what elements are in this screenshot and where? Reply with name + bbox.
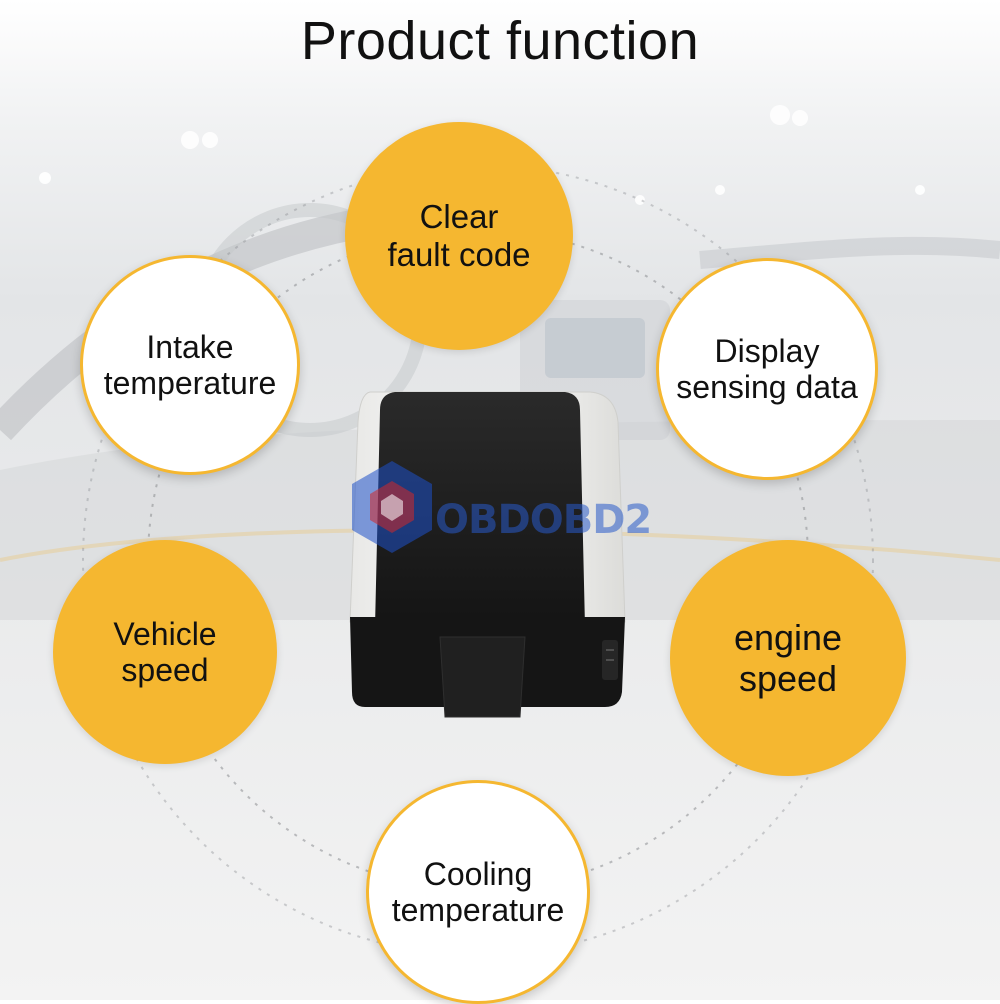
obdobd2-logo xyxy=(352,461,432,553)
cooling-temperature-line2: temperature xyxy=(391,892,565,928)
vehicle-speed-circle: Vehicle speed xyxy=(53,540,277,764)
vehicle-speed-line1: Vehicle xyxy=(113,615,217,652)
intake-temperature-circle: Intake temperature xyxy=(80,255,300,475)
vehicle-speed-line2: speed xyxy=(121,652,209,688)
engine-speed-line2: speed xyxy=(738,658,838,699)
obd-device-image xyxy=(349,391,626,718)
intake-temperature-line1: Intake xyxy=(146,328,234,365)
intake-temperature-line2: temperature xyxy=(103,365,277,401)
engine-speed-line1: engine xyxy=(733,616,843,658)
clear-fault-code-line2: fault code xyxy=(387,236,531,273)
cooling-temperature-circle: Cooling temperature xyxy=(366,780,590,1004)
display-sensing-data-circle: Display sensing data xyxy=(656,258,878,480)
page-title: Product function xyxy=(300,11,700,71)
display-sensing-data-line2: sensing data xyxy=(676,369,858,405)
engine-speed-circle: engine speed xyxy=(670,540,906,776)
watermark-text: OBDOBD2 xyxy=(435,497,652,543)
clear-fault-code-line1: Clear xyxy=(419,198,499,236)
clear-fault-code-circle: Clear fault code xyxy=(345,122,573,350)
display-sensing-data-line1: Display xyxy=(714,332,820,369)
cooling-temperature-line1: Cooling xyxy=(423,855,533,892)
